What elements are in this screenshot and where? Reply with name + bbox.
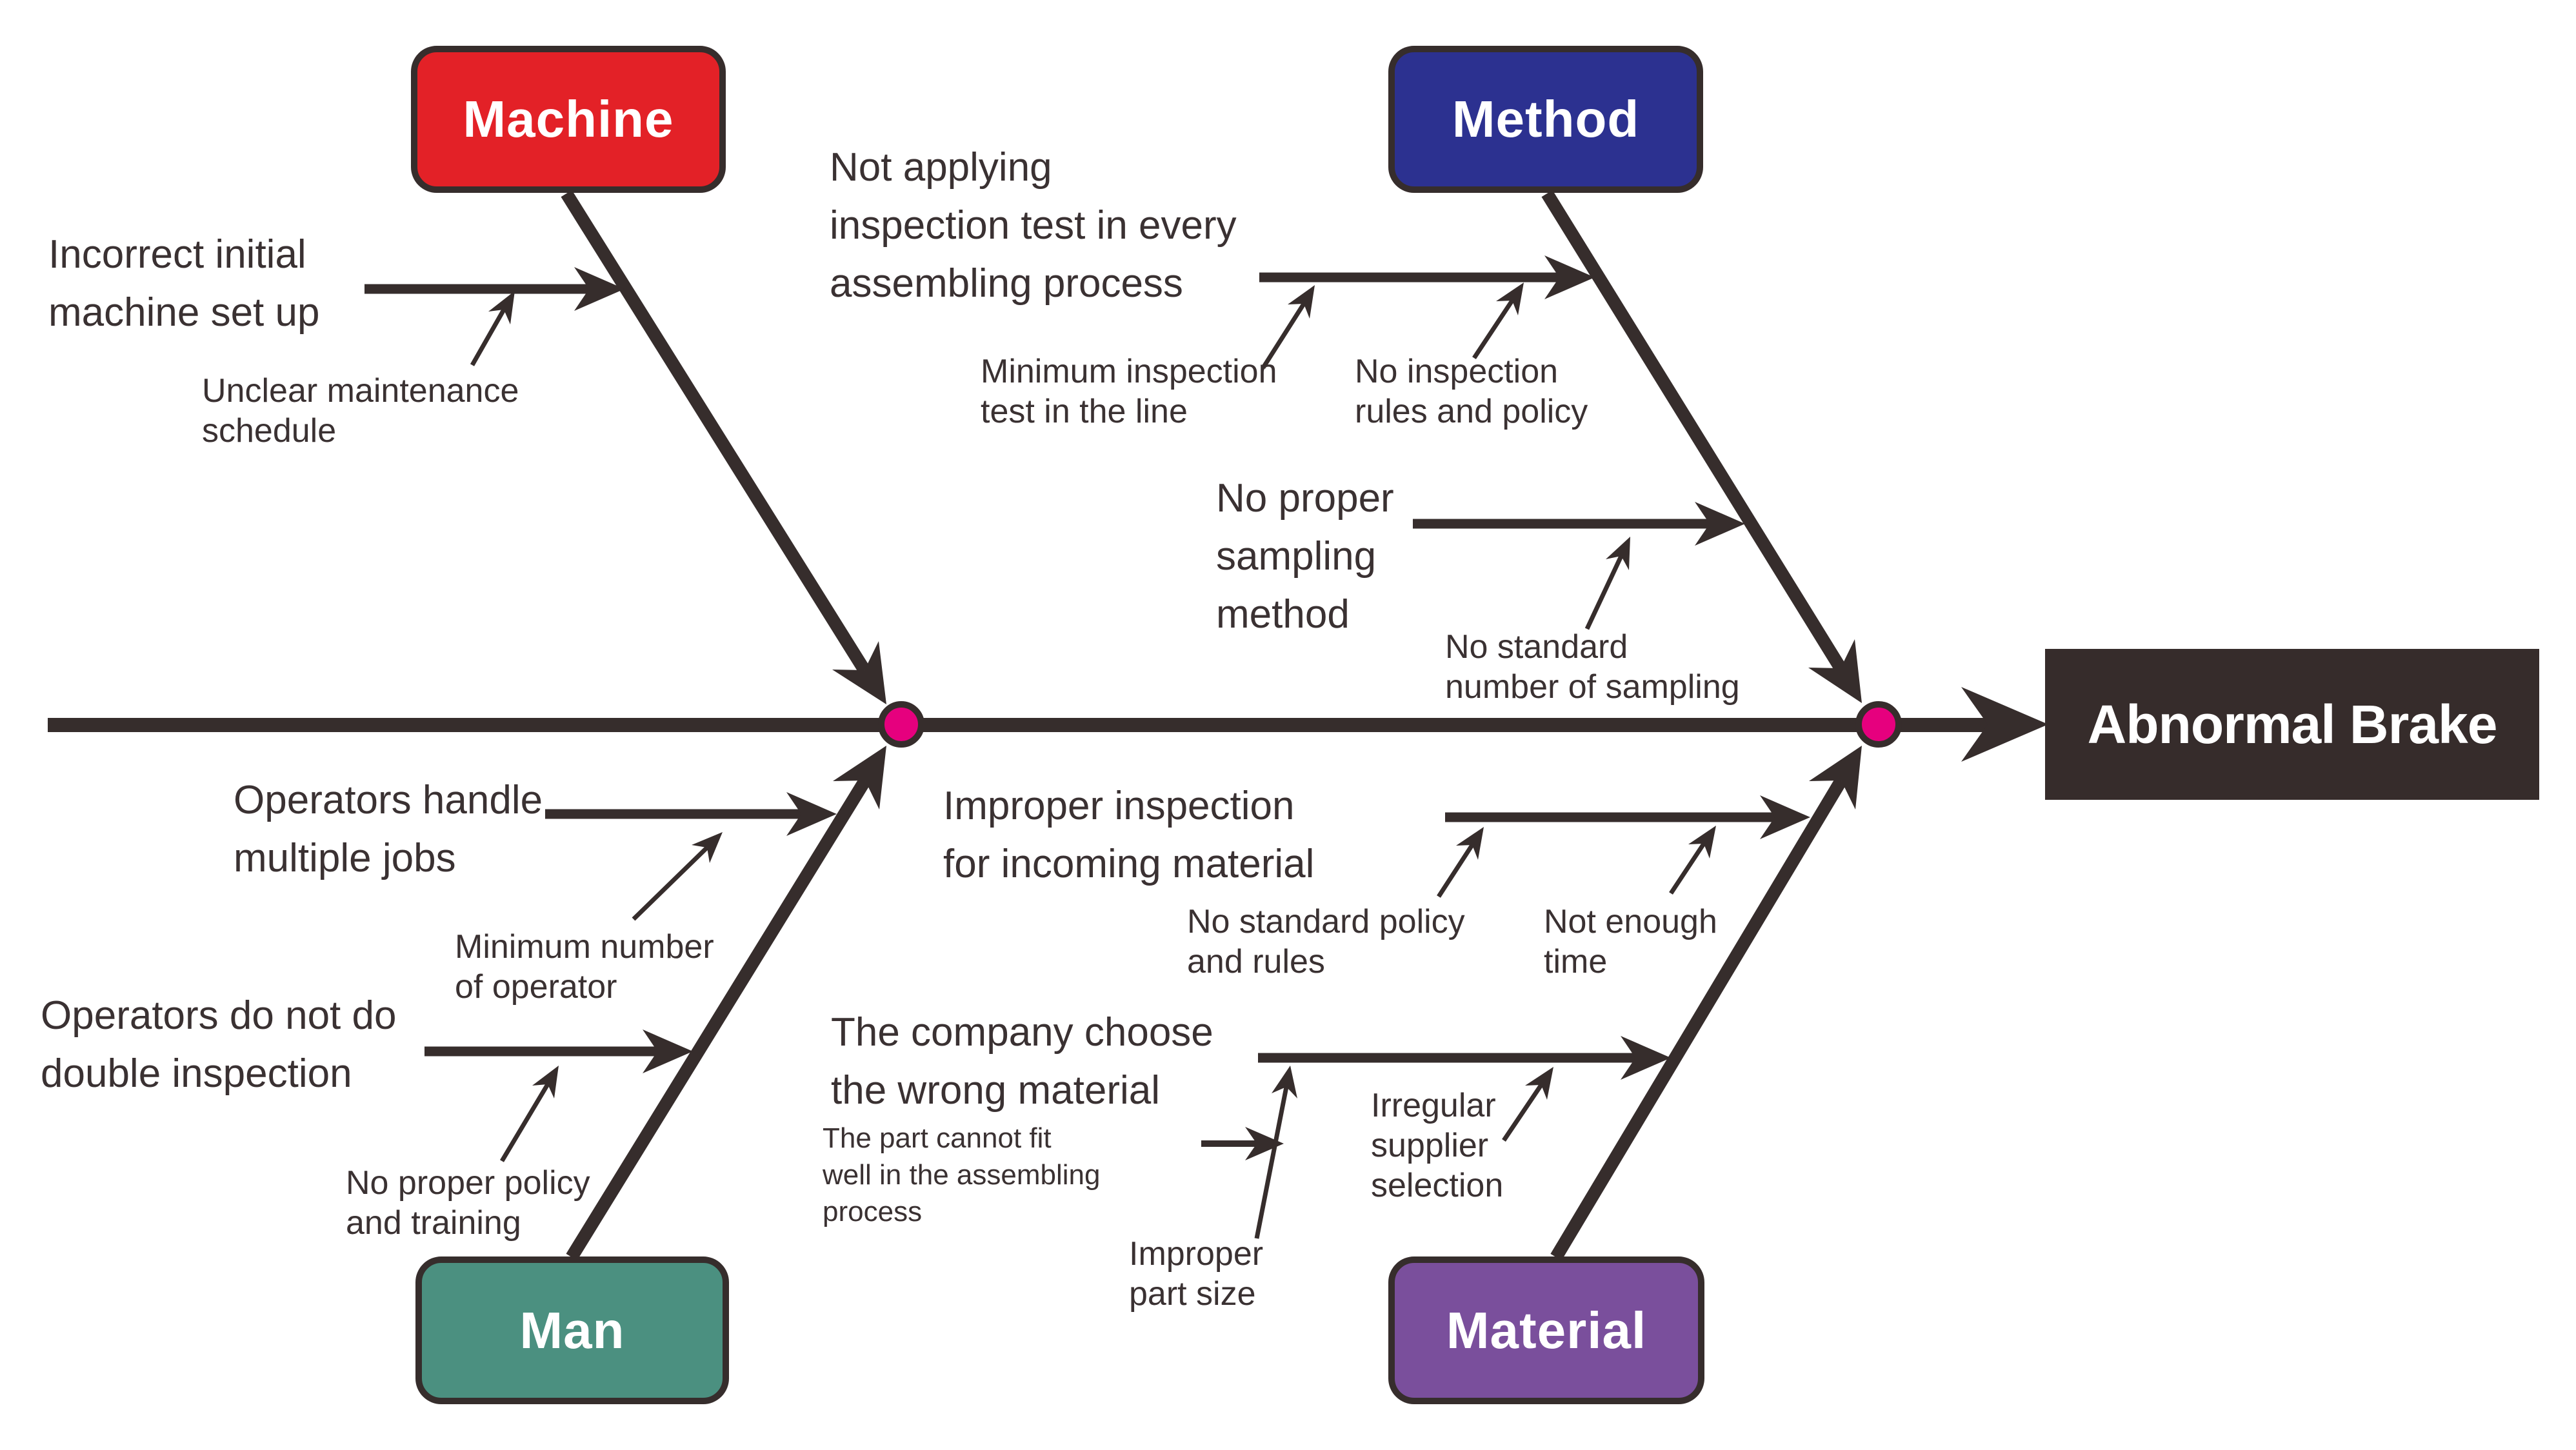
improper-part-size-arrow	[1254, 1066, 1297, 1239]
cause-company-choose: The company choose the wrong material	[831, 1010, 1213, 1113]
effect-label: Abnormal Brake	[2087, 693, 2498, 755]
cause-unclear-maintenance: Unclear maintenance schedule	[202, 372, 519, 450]
man-bone-arrow	[566, 746, 886, 1261]
machine-bone-arrow	[561, 190, 886, 704]
cause-no-proper-sampling: No proper sampling method	[1216, 476, 1394, 637]
cause-minimum-inspection: Minimum inspection test in the line	[981, 353, 1277, 430]
method-category-box: Method	[1388, 46, 1703, 193]
cause-operators-double: Operators do not do double inspection	[41, 993, 397, 1096]
method-bone-arrow	[1541, 190, 1862, 703]
cause-no-standard-policy: No standard policy and rules	[1187, 903, 1465, 980]
method-category-label: Method	[1452, 90, 1640, 148]
operators-handle-arrow	[545, 792, 837, 836]
operators-double-arrow	[424, 1029, 693, 1073]
material-category-box: Material	[1388, 1256, 1704, 1404]
minimum-number-arrow	[632, 832, 723, 921]
cause-minimum-number: Minimum number of operator	[455, 928, 714, 1006]
material-bone-arrow	[1550, 746, 1862, 1261]
incorrect-setup-arrow	[364, 267, 624, 311]
cause-no-inspection-rules: No inspection rules and policy	[1355, 353, 1588, 430]
cause-not-enough-time: Not enough time	[1544, 903, 1717, 980]
cause-irregular-supplier: Irregular supplier selection	[1371, 1087, 1504, 1204]
effect-box: Abnormal Brake	[2045, 649, 2539, 800]
cause-part-cannot-fit: The part cannot fit well in the assembli…	[823, 1122, 1101, 1227]
cause-operators-handle: Operators handle multiple jobs	[234, 778, 543, 880]
minimum-inspection-arrow	[1261, 285, 1315, 369]
cause-improper-inspection: Improper inspection for incoming materia…	[943, 784, 1315, 886]
irregular-supplier-arrow	[1502, 1067, 1553, 1142]
cause-incorrect-setup: Incorrect initial machine set up	[48, 232, 320, 335]
no-standard-policy-arrow	[1437, 827, 1484, 898]
part-cannot-fit-arrow	[1201, 1127, 1284, 1160]
machine-category-label: Machine	[463, 90, 674, 148]
unclear-maintenance-arrow	[470, 291, 515, 366]
no-proper-sampling-arrow	[1413, 502, 1745, 546]
man-category-label: Man	[519, 1301, 625, 1359]
company-choose-arrow	[1258, 1036, 1671, 1080]
not-applying-arrow	[1259, 255, 1595, 299]
no-standard-number-arrow	[1584, 537, 1630, 630]
not-enough-time-arrow	[1669, 826, 1716, 895]
spine-arrow	[48, 687, 2048, 762]
no-inspection-rules-arrow	[1472, 283, 1524, 359]
right-junction-dot	[1855, 701, 1902, 748]
cause-no-standard-number: No standard number of sampling	[1445, 628, 1740, 706]
cause-no-proper-policy: No proper policy and training	[346, 1164, 590, 1242]
material-category-label: Material	[1446, 1301, 1647, 1359]
left-junction-dot	[878, 701, 924, 748]
improper-inspection-arrow	[1445, 795, 1810, 839]
man-category-box: Man	[415, 1256, 729, 1404]
cause-improper-part-size: Improper part size	[1129, 1235, 1264, 1313]
no-proper-policy-arrow	[499, 1066, 559, 1162]
machine-category-box: Machine	[411, 46, 726, 193]
cause-not-applying: Not applying inspection test in every as…	[830, 145, 1237, 306]
